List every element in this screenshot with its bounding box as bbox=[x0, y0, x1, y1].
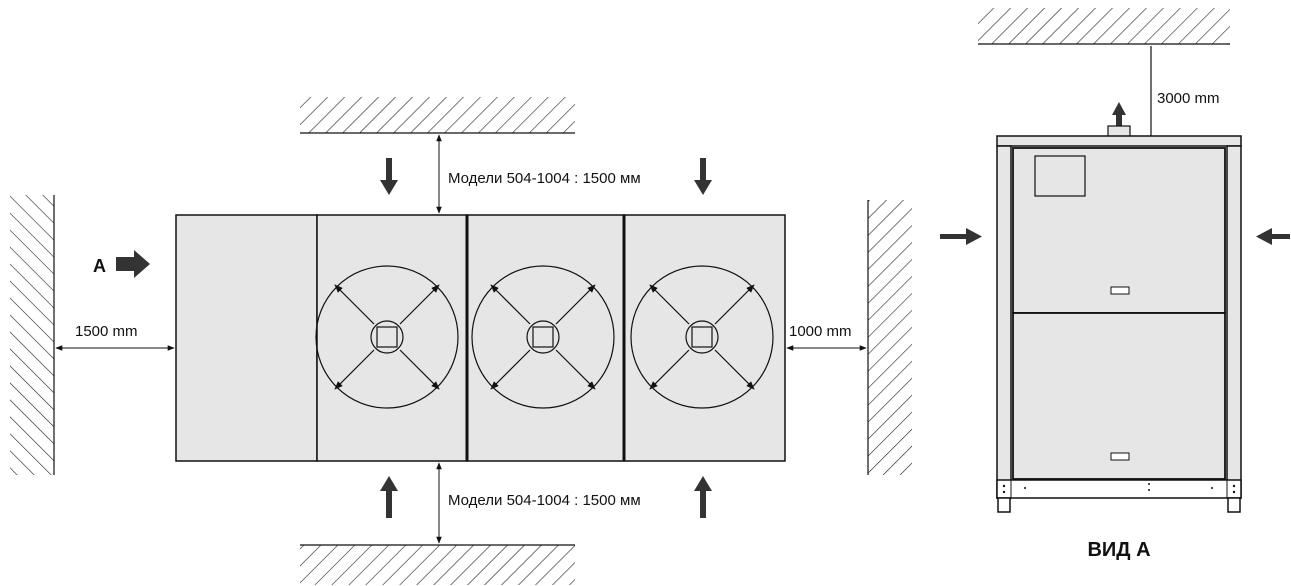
wall-bottom bbox=[300, 544, 575, 585]
unit-front-view bbox=[996, 125, 1242, 513]
airflow-up-arrow-1 bbox=[380, 476, 398, 518]
airflow-down-arrow-2 bbox=[694, 158, 712, 195]
wall-ceiling-view-a bbox=[978, 8, 1230, 45]
airflow-up-arrow-view-a bbox=[1112, 102, 1126, 130]
view-a-direction-arrow bbox=[116, 250, 150, 278]
panel-handle-lower bbox=[1110, 452, 1130, 461]
unit-top-view bbox=[175, 214, 786, 462]
panel-handle-upper bbox=[1110, 286, 1130, 295]
control-box bbox=[1034, 155, 1086, 197]
view-a-marker-label: A bbox=[93, 256, 106, 276]
airflow-down-arrow-1 bbox=[380, 158, 398, 195]
fan-3 bbox=[630, 265, 774, 409]
unit-fan-section-3 bbox=[623, 214, 786, 462]
clearance-top-label: Модели 504-1004 : 1500 мм bbox=[448, 170, 641, 187]
foot-right bbox=[1227, 497, 1241, 513]
airflow-up-arrow-2 bbox=[694, 476, 712, 518]
airflow-right-arrow-view-a bbox=[940, 228, 982, 245]
wall-right bbox=[867, 200, 912, 475]
airflow-left-arrow-view-a bbox=[1256, 228, 1290, 245]
unit-control-section bbox=[175, 214, 318, 462]
wall-top bbox=[300, 97, 575, 134]
fan-2 bbox=[471, 265, 615, 409]
view-a-caption: ВИД А bbox=[1087, 539, 1150, 561]
unit-fan-section-2 bbox=[466, 214, 625, 462]
foot-left bbox=[997, 497, 1011, 513]
wall-left bbox=[10, 195, 55, 475]
clearance-bottom-label: Модели 504-1004 : 1500 мм bbox=[448, 492, 641, 509]
unit-fan-section-1 bbox=[316, 214, 468, 462]
clearance-above-label: 3000 mm bbox=[1157, 90, 1220, 107]
fan-1 bbox=[315, 265, 459, 409]
clearance-left-label: 1500 mm bbox=[75, 323, 138, 340]
clearance-right-label: 1000 mm bbox=[789, 323, 852, 340]
lower-panel bbox=[1012, 312, 1226, 480]
base-frame bbox=[996, 479, 1242, 499]
